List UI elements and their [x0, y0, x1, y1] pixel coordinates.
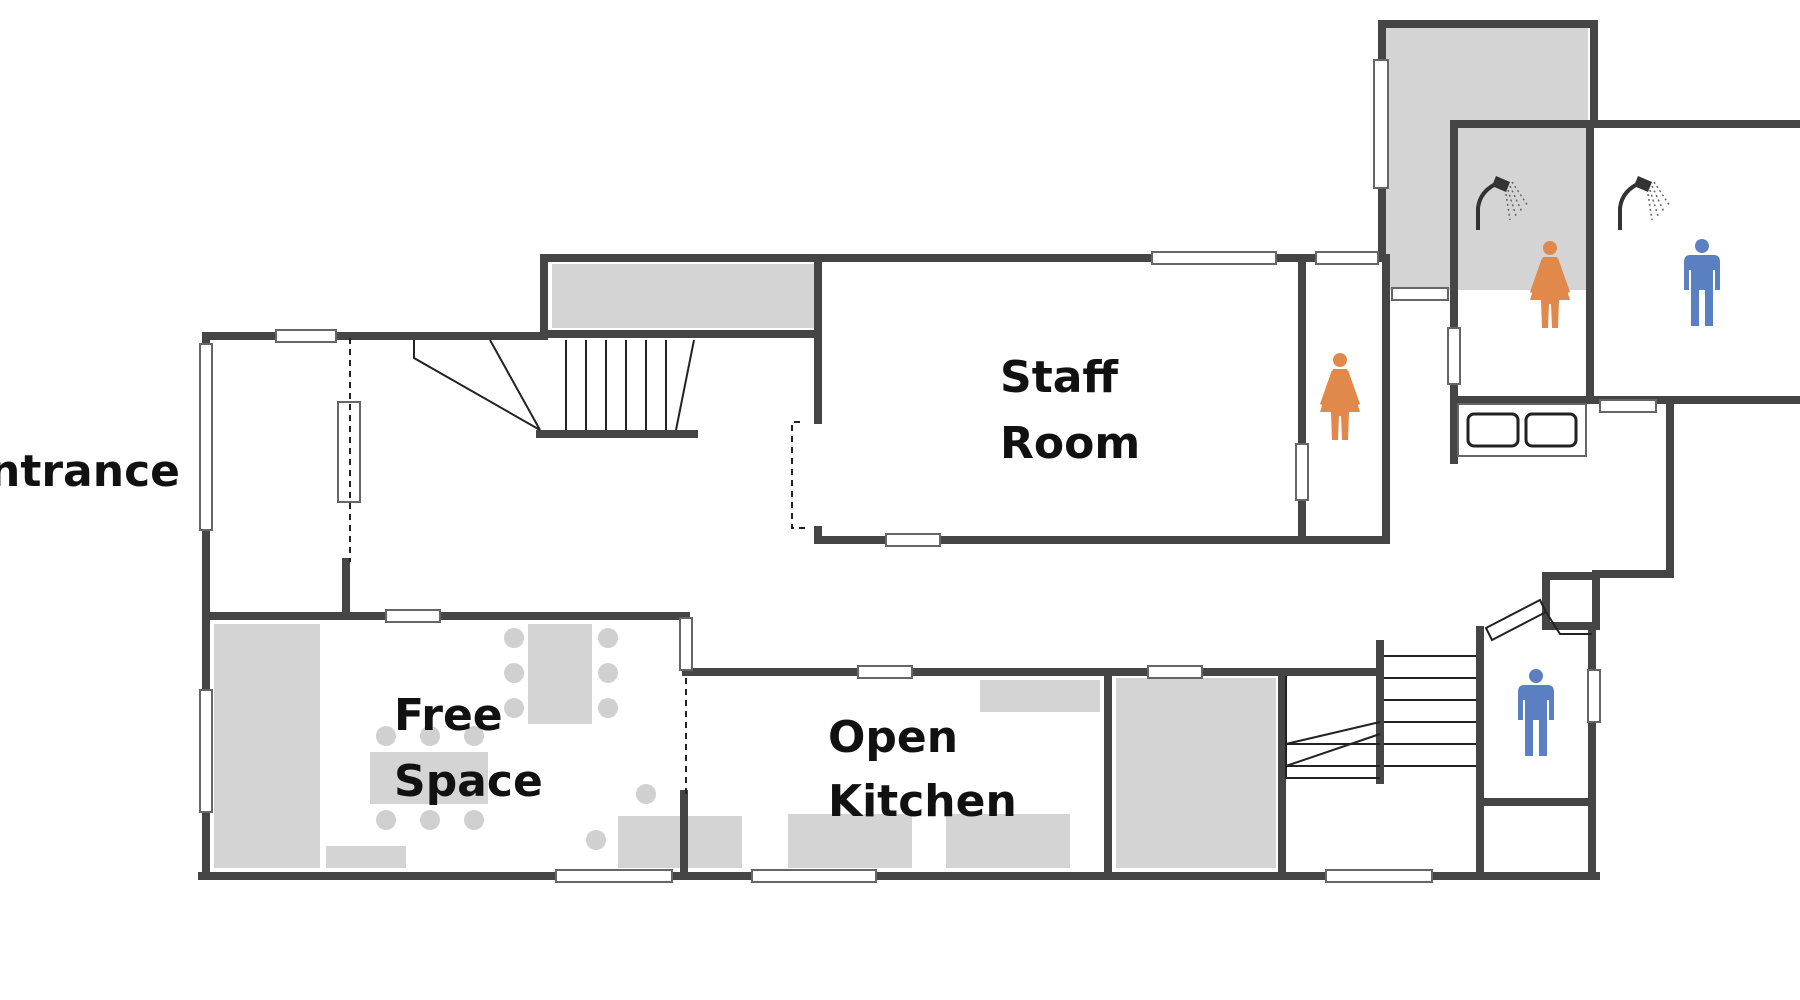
staff-room-label-line2: Room	[1000, 418, 1140, 469]
male-person-icon	[1518, 669, 1554, 756]
windows	[199, 59, 1657, 883]
partitions	[349, 338, 810, 794]
chairs	[376, 628, 656, 850]
free-space-label-line2: Space	[394, 756, 543, 807]
male-person-icon	[1684, 239, 1720, 326]
open-kitchen-label-line1: Open	[828, 712, 958, 763]
open-kitchen-label-line2: Kitchen	[828, 776, 1017, 827]
staff-room-label-line1: Staff	[1000, 352, 1119, 403]
sink-icon	[1457, 403, 1587, 457]
fixtures	[214, 28, 1588, 868]
female-person-icon	[1320, 353, 1360, 440]
shower-head-icon	[1618, 174, 1672, 232]
lower-staircase	[1285, 655, 1476, 779]
entrance-label: Entrance	[0, 446, 180, 497]
small-room-door	[1484, 598, 1592, 642]
free-space-label-line1: Free	[394, 690, 503, 741]
upper-staircase	[413, 339, 695, 431]
